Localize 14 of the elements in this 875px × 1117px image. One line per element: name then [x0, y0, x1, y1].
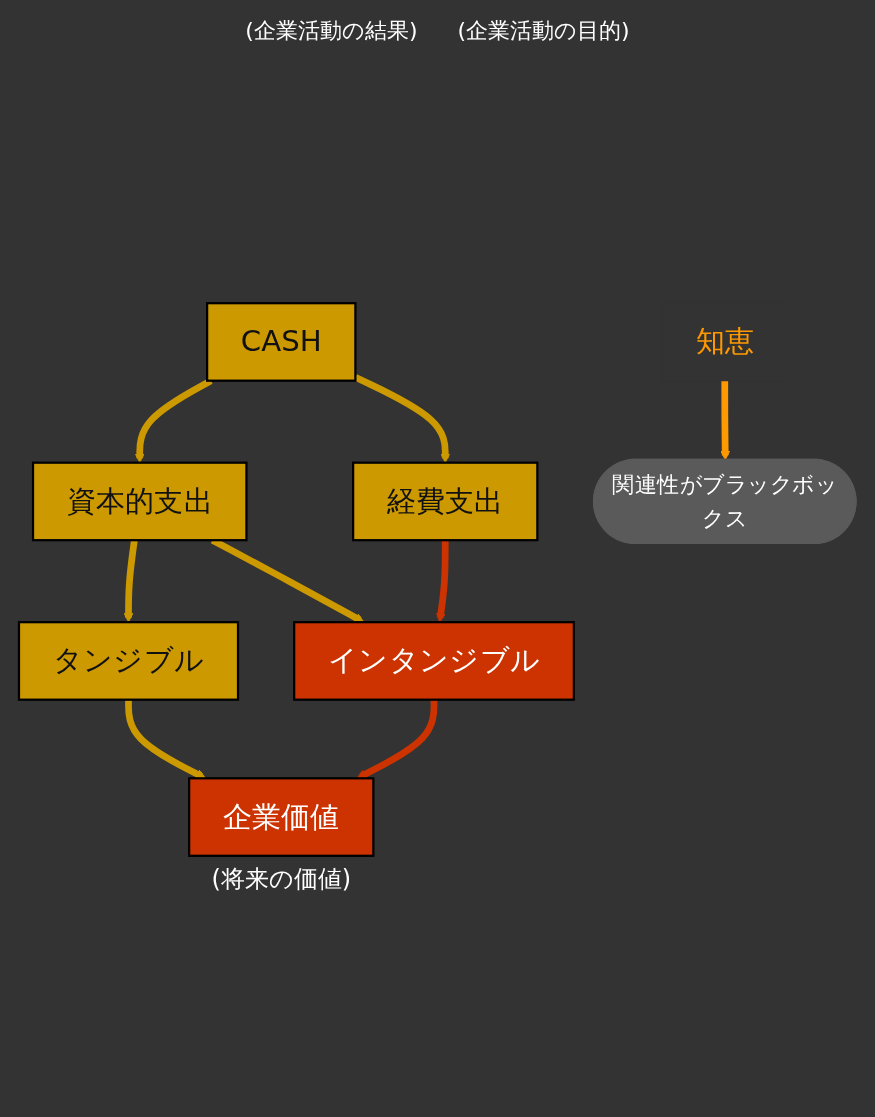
- caption-text: (将来の価値): [211, 863, 352, 895]
- node-box: CASH: [206, 302, 357, 382]
- arrow: [125, 699, 206, 780]
- note-text: (企業活動の結果): [245, 17, 418, 45]
- node-box: 企業価値: [188, 777, 375, 857]
- node-box: 資本的支出: [31, 461, 248, 542]
- arrow: [435, 540, 449, 623]
- node-box: タンジブル: [17, 621, 240, 701]
- arrow: [720, 380, 731, 461]
- node-text: 知恵: [695, 324, 754, 359]
- node-box: 経費支出: [352, 461, 539, 542]
- node-box: インタンジブル: [293, 621, 575, 701]
- arrow: [123, 539, 138, 623]
- note-text: (企業活動の目的): [457, 17, 630, 45]
